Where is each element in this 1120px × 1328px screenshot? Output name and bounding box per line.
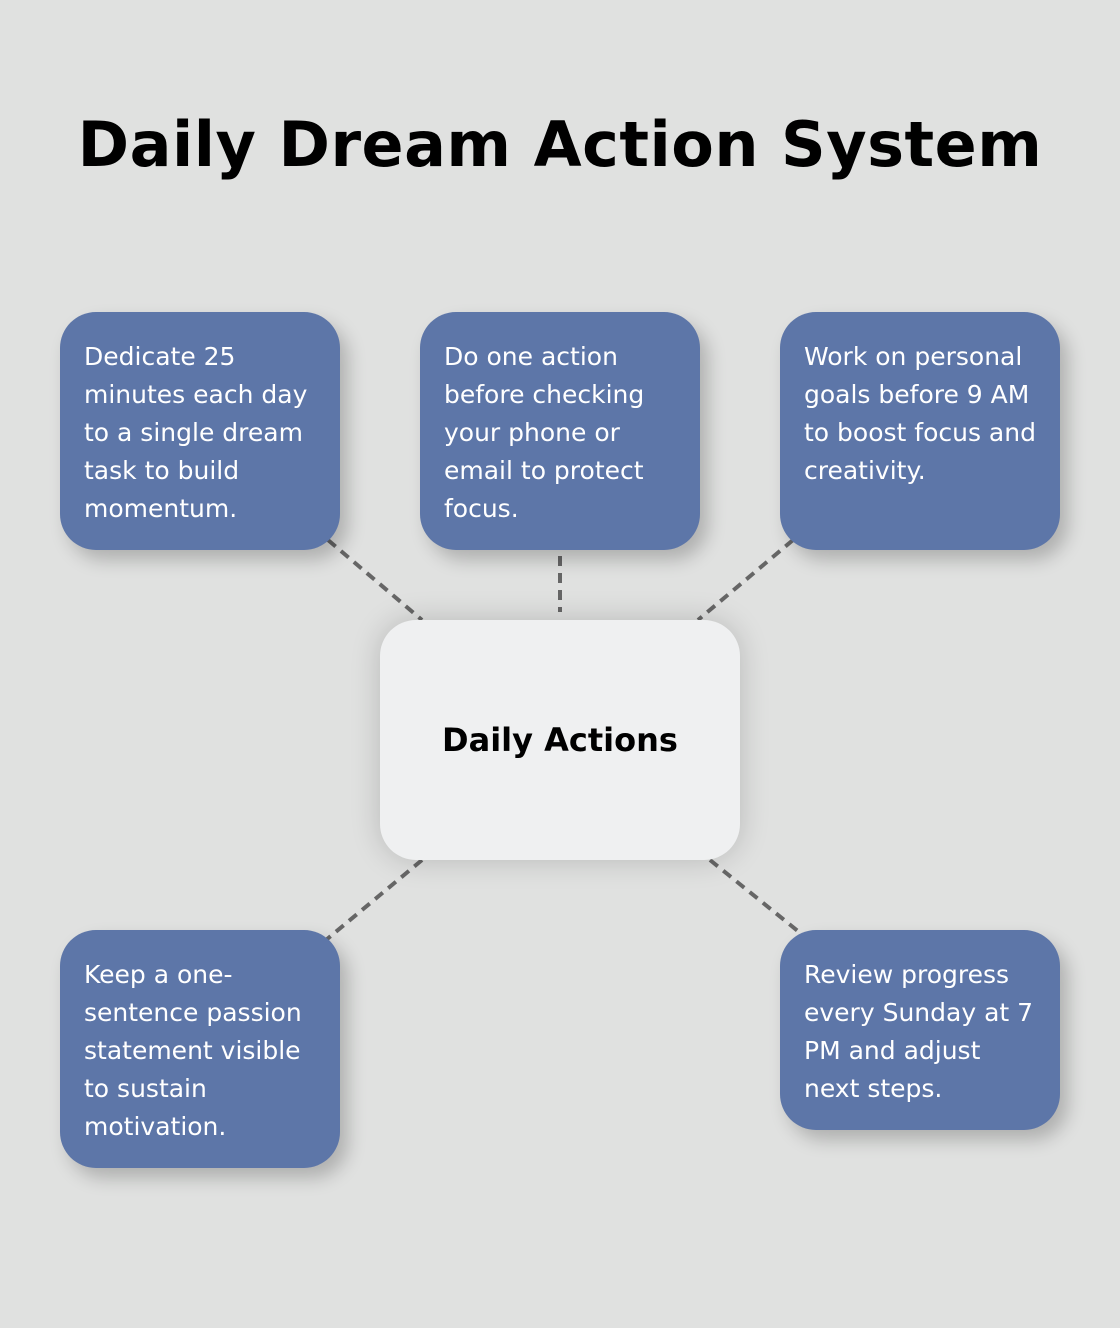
diagram-title: Daily Dream Action System bbox=[77, 108, 1043, 181]
action-node-5: Review progress every Sunday at 7 PM and… bbox=[780, 930, 1060, 1130]
action-node-4-text: Keep a one-sentence passion statement vi… bbox=[84, 960, 302, 1141]
action-node-1-text: Dedicate 25 minutes each day to a single… bbox=[84, 342, 308, 523]
connector-3 bbox=[696, 538, 795, 622]
connector-4 bbox=[324, 858, 424, 942]
action-node-3: Work on personal goals before 9 AM to bo… bbox=[780, 312, 1060, 550]
connector-5 bbox=[708, 858, 806, 938]
action-node-2-text: Do one action before checking your phone… bbox=[444, 342, 645, 523]
central-node-label: Daily Actions bbox=[442, 721, 678, 759]
action-node-2: Do one action before checking your phone… bbox=[420, 312, 700, 550]
action-node-3-text: Work on personal goals before 9 AM to bo… bbox=[804, 342, 1036, 485]
action-node-5-text: Review progress every Sunday at 7 PM and… bbox=[804, 960, 1034, 1103]
connector-1 bbox=[326, 538, 424, 622]
action-node-4: Keep a one-sentence passion statement vi… bbox=[60, 930, 340, 1168]
action-node-1: Dedicate 25 minutes each day to a single… bbox=[60, 312, 340, 550]
central-node: Daily Actions bbox=[380, 620, 740, 860]
